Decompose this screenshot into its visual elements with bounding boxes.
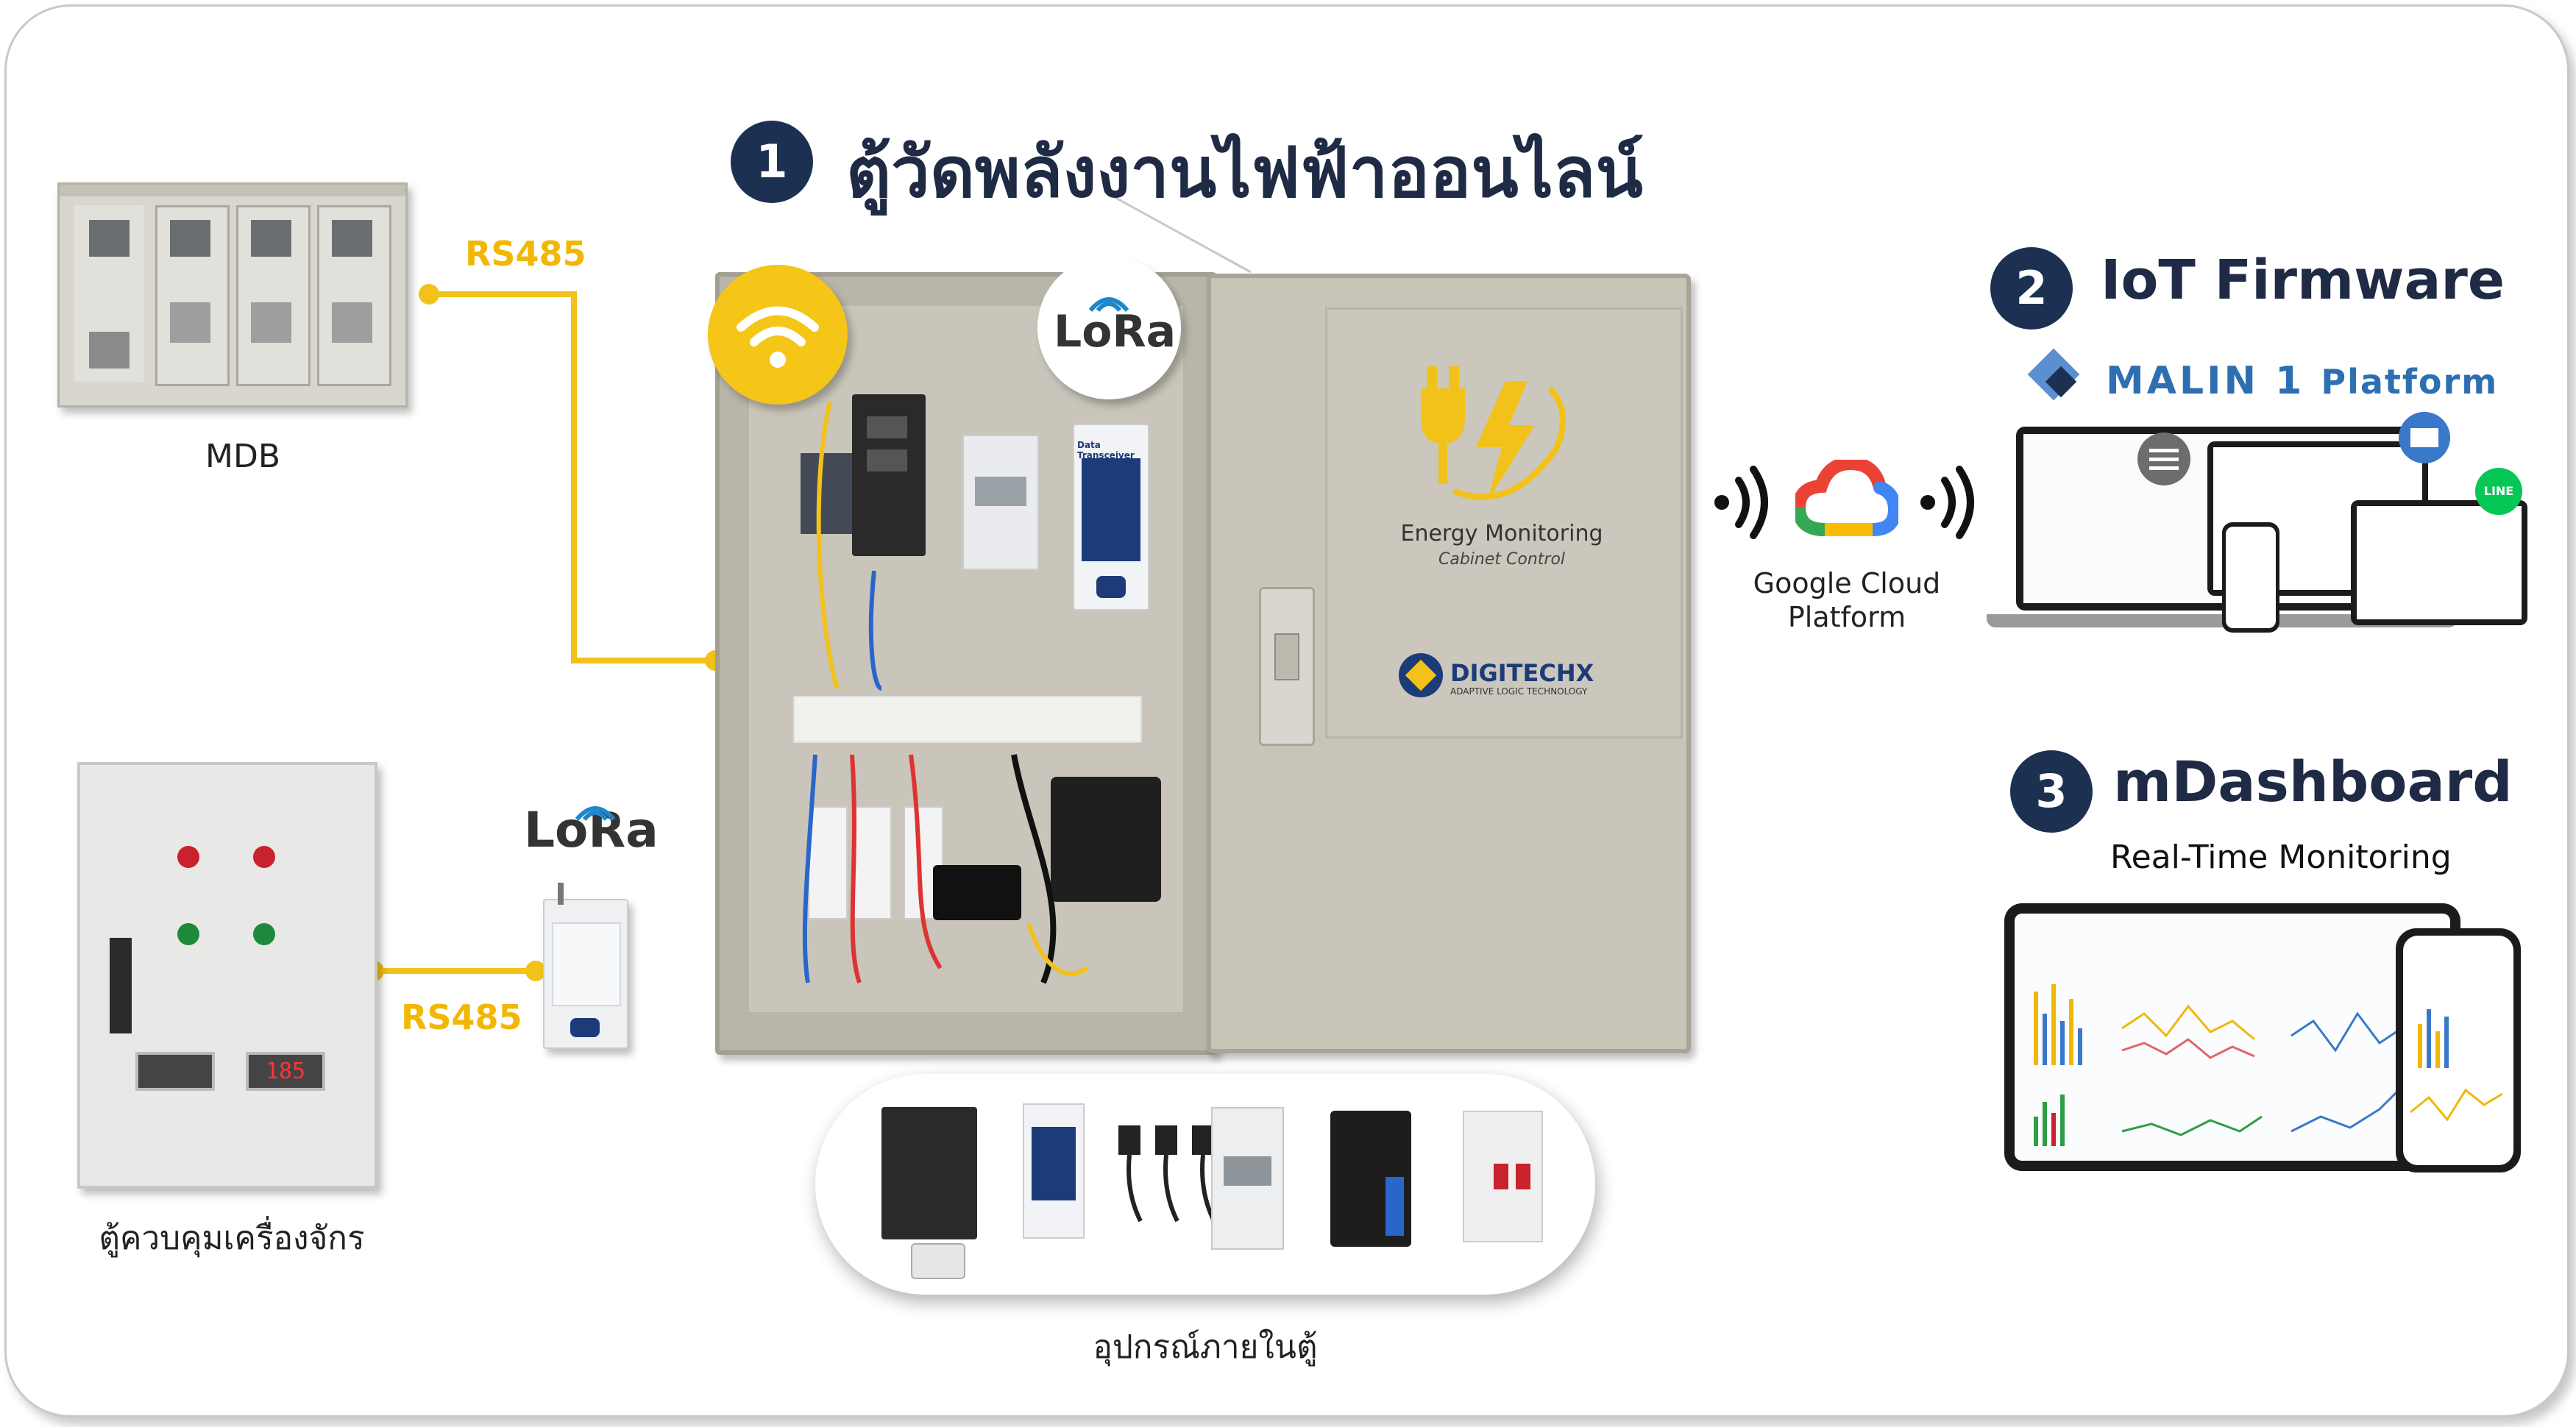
device-current-sensors [1111,1118,1221,1228]
dashboard-tablet-mockup [2004,903,2460,1171]
machine-label: ตู้ควบคุมเครื่องจักร [99,1220,365,1257]
step-1-badge: 1 [731,121,813,203]
line-icon: LINE [2475,468,2522,515]
lora-logo-cabinet: LoRa [1054,306,1177,357]
tablet-mockup [2351,500,2527,625]
digitechx-name: DIGITECHX [1450,659,1594,687]
machine-cabinet-image: 185 [77,762,377,1189]
cabinet-door: Energy Monitoring Cabinet Control DIGITE… [1207,274,1691,1053]
rs485-dot-mdb [419,284,439,305]
step-2-badge: 2 [1990,247,2073,330]
device-transceiver [1023,1103,1085,1239]
device-power-meter [1211,1107,1284,1250]
settings-sliders-icon [2137,433,2190,485]
data-transceiver: Data Transceiver [1073,424,1149,611]
phone-mockup [2222,522,2279,633]
door-subtitle: Cabinet Control [1438,550,1566,569]
device-power-supply [1330,1111,1411,1247]
rs485-line-mdb [429,291,715,663]
door-title: Energy Monitoring [1400,521,1603,547]
lora-waves-icon [1088,297,1129,312]
lora-badge-cabinet: LoRa [1037,256,1181,399]
mail-icon [2399,412,2450,463]
lora-waves-icon [575,806,616,821]
signal-waves-icon [1714,466,1768,539]
plug-lightning-icon [1421,366,1566,502]
device-sim-card [911,1243,965,1279]
devices-label: อุปกรณ์ภายในตู้ [1093,1328,1318,1366]
mdb-cabinet-image [57,182,408,408]
wifi-icon [737,306,819,368]
main-title: ตู้วัดพลังงานไฟฟ้าออนไลน์ [846,133,1643,213]
rs485-label-bottom: RS485 [401,997,522,1037]
door-handle [1259,587,1315,746]
google-cloud-label: Google Cloud Platform [1753,567,1941,633]
dashboard-mini-charts [2034,984,2425,1146]
machine-display: 185 [246,1052,325,1091]
devices-strip [815,1074,1595,1295]
rs485-dot-lora [525,961,546,981]
malin-logo-icon [2027,348,2087,408]
google-cloud-icon [1795,460,1898,536]
mdashboard-title: mDashboard [2113,749,2513,814]
dashboard-phone-mockup [2396,928,2521,1172]
mdb-label: MDB [205,438,281,475]
lora-logo-machine: LoRa [524,802,659,858]
door-label-plate [1325,307,1683,739]
digitechx-logo-icon [1399,653,1443,697]
rs485-label-top: RS485 [465,234,586,274]
iot-gateway [852,394,926,556]
device-breaker [1463,1111,1543,1242]
signal-waves-icon [1920,466,1974,539]
iot-firmware-title: IoT Firmware [2101,249,2505,312]
device-gateway [881,1107,977,1239]
malin-platform-title: MALIN 1 Platform [2106,359,2499,403]
power-meter [962,435,1039,570]
digitechx-tagline: ADAPTIVE LOGIC TECHNOLOGY [1450,686,1588,697]
mdashboard-subtitle: Real-Time Monitoring [2110,839,2452,876]
wifi-badge [708,265,848,405]
step-3-badge: 3 [2010,750,2093,833]
lora-module-machine [543,883,628,1049]
